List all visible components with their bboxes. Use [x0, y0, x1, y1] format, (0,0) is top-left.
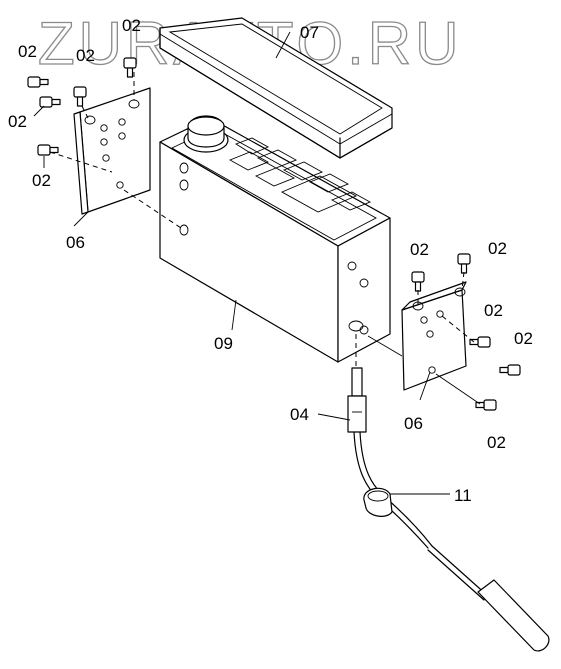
assembly-dashed-lines: [49, 72, 481, 405]
label-02: 02: [487, 433, 506, 452]
label-06: 06: [66, 233, 85, 252]
leader-lines: [33, 31, 450, 495]
label-11: 11: [454, 486, 472, 505]
clamp-part-11: [363, 487, 393, 517]
bracket-right-part-06: [401, 281, 467, 391]
label-02: 02: [514, 329, 533, 348]
label-04: 04: [290, 405, 309, 424]
label-07: 07: [300, 23, 319, 42]
label-02: 02: [8, 112, 27, 131]
label-02: 02: [410, 240, 429, 259]
screw-set-left: [27, 57, 137, 156]
label-09: 09: [214, 334, 233, 353]
label-02: 02: [488, 239, 507, 258]
unit-part-09: [159, 115, 391, 363]
cover-part-07: [159, 17, 393, 159]
bracket-left-part-06: [73, 87, 151, 215]
screw-set-right: [411, 253, 521, 411]
label-02: 02: [18, 42, 37, 61]
label-06: 06: [404, 414, 423, 433]
part-labels: 02 02 02 02 02 07 06 09 02 02 02 02 02 0…: [8, 16, 533, 505]
label-02: 02: [32, 171, 51, 190]
cable-probe: [427, 545, 550, 652]
sensor-part-04: [347, 367, 433, 549]
label-02: 02: [484, 301, 503, 320]
label-02: 02: [76, 46, 95, 65]
label-02: 02: [122, 16, 141, 35]
